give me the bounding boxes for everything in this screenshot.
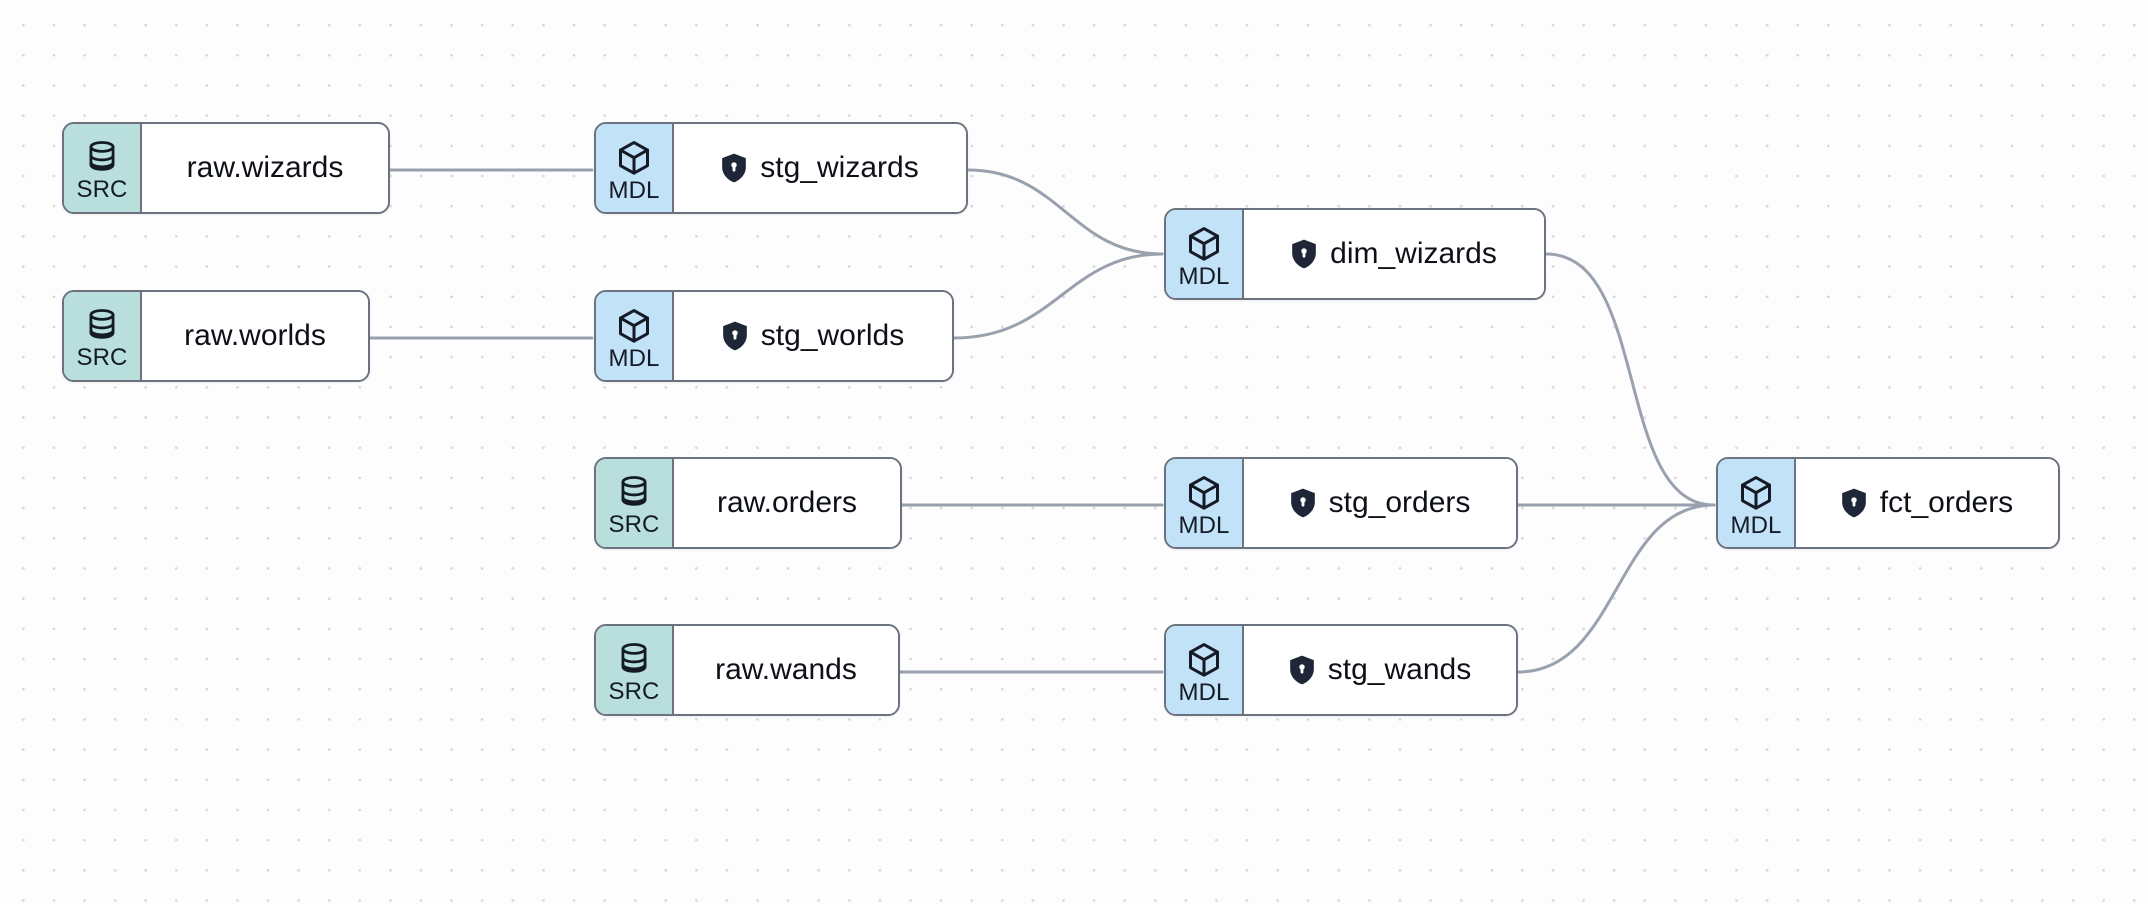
node-kind-badge: SRC xyxy=(596,459,674,547)
lineage-node-stg-worlds[interactable]: MDL stg_worlds xyxy=(594,290,954,382)
lineage-node-raw-orders[interactable]: SRC raw.orders xyxy=(594,457,902,549)
lineage-edge xyxy=(1544,252,1716,507)
shield-lock-icon xyxy=(1290,488,1316,518)
node-kind-label: SRC xyxy=(608,677,660,705)
node-kind-label: MDL xyxy=(608,344,660,372)
lineage-node-raw-wands[interactable]: SRC raw.wands xyxy=(594,624,900,716)
node-kind-label: SRC xyxy=(76,343,128,371)
shield-lock-icon xyxy=(722,321,748,351)
node-kind-label: MDL xyxy=(1178,262,1230,290)
node-kind-badge: MDL xyxy=(1166,626,1244,714)
lineage-node-raw-wizards[interactable]: SRC raw.wizards xyxy=(62,122,390,214)
cube-icon xyxy=(1186,474,1222,512)
shield-lock-icon xyxy=(1291,239,1317,269)
node-body: stg_wands xyxy=(1244,626,1516,714)
cube-icon xyxy=(616,139,652,177)
shield-lock-icon xyxy=(721,153,747,183)
lineage-node-stg-orders[interactable]: MDL stg_orders xyxy=(1164,457,1518,549)
node-label: raw.worlds xyxy=(184,319,326,352)
node-body: stg_worlds xyxy=(674,292,952,380)
node-body: raw.wizards xyxy=(142,124,388,212)
cube-icon xyxy=(616,307,652,345)
lineage-node-stg-wands[interactable]: MDL stg_wands xyxy=(1164,624,1518,716)
node-label: stg_orders xyxy=(1328,486,1471,519)
node-kind-badge: MDL xyxy=(1166,210,1244,298)
shield-lock-icon xyxy=(1841,488,1867,518)
node-kind-badge: SRC xyxy=(64,292,142,380)
node-kind-badge: MDL xyxy=(596,124,674,212)
node-kind-label: MDL xyxy=(1730,511,1782,539)
database-icon xyxy=(85,140,119,176)
cube-icon xyxy=(1186,641,1222,679)
database-icon xyxy=(617,642,651,678)
node-kind-badge: MDL xyxy=(596,292,674,380)
lineage-node-dim-wizards[interactable]: MDL dim_wizards xyxy=(1164,208,1546,300)
node-kind-label: MDL xyxy=(1178,511,1230,539)
node-body: stg_orders xyxy=(1244,459,1516,547)
node-kind-badge: MDL xyxy=(1718,459,1796,547)
node-label: stg_worlds xyxy=(760,319,905,352)
cube-icon xyxy=(1738,474,1774,512)
lineage-edge xyxy=(966,168,1164,256)
cube-icon xyxy=(1186,225,1222,263)
node-kind-badge: SRC xyxy=(596,626,674,714)
node-kind-badge: SRC xyxy=(64,124,142,212)
lineage-edge xyxy=(1516,503,1716,674)
database-icon xyxy=(85,308,119,344)
node-body: raw.wands xyxy=(674,626,898,714)
shield-lock-icon xyxy=(1289,655,1315,685)
node-kind-label: MDL xyxy=(608,176,660,204)
node-label: raw.orders xyxy=(716,486,858,519)
node-label: stg_wizards xyxy=(760,151,919,184)
node-kind-label: SRC xyxy=(608,510,660,538)
node-label: raw.wands xyxy=(715,653,857,686)
node-label: stg_wands xyxy=(1327,653,1472,686)
node-label: raw.wizards xyxy=(186,151,344,184)
node-kind-badge: MDL xyxy=(1166,459,1244,547)
database-icon xyxy=(617,475,651,511)
node-label: dim_wizards xyxy=(1330,237,1497,270)
node-label: fct_orders xyxy=(1879,486,2014,519)
node-body: stg_wizards xyxy=(674,124,966,212)
node-kind-label: MDL xyxy=(1178,678,1230,706)
lineage-node-stg-wizards[interactable]: MDL stg_wizards xyxy=(594,122,968,214)
lineage-node-fct-orders[interactable]: MDL fct_orders xyxy=(1716,457,2060,549)
node-body: fct_orders xyxy=(1796,459,2058,547)
lineage-node-raw-worlds[interactable]: SRC raw.worlds xyxy=(62,290,370,382)
node-body: raw.worlds xyxy=(142,292,368,380)
lineage-edge xyxy=(952,252,1164,340)
node-body: raw.orders xyxy=(674,459,900,547)
node-body: dim_wizards xyxy=(1244,210,1544,298)
node-kind-label: SRC xyxy=(76,175,128,203)
